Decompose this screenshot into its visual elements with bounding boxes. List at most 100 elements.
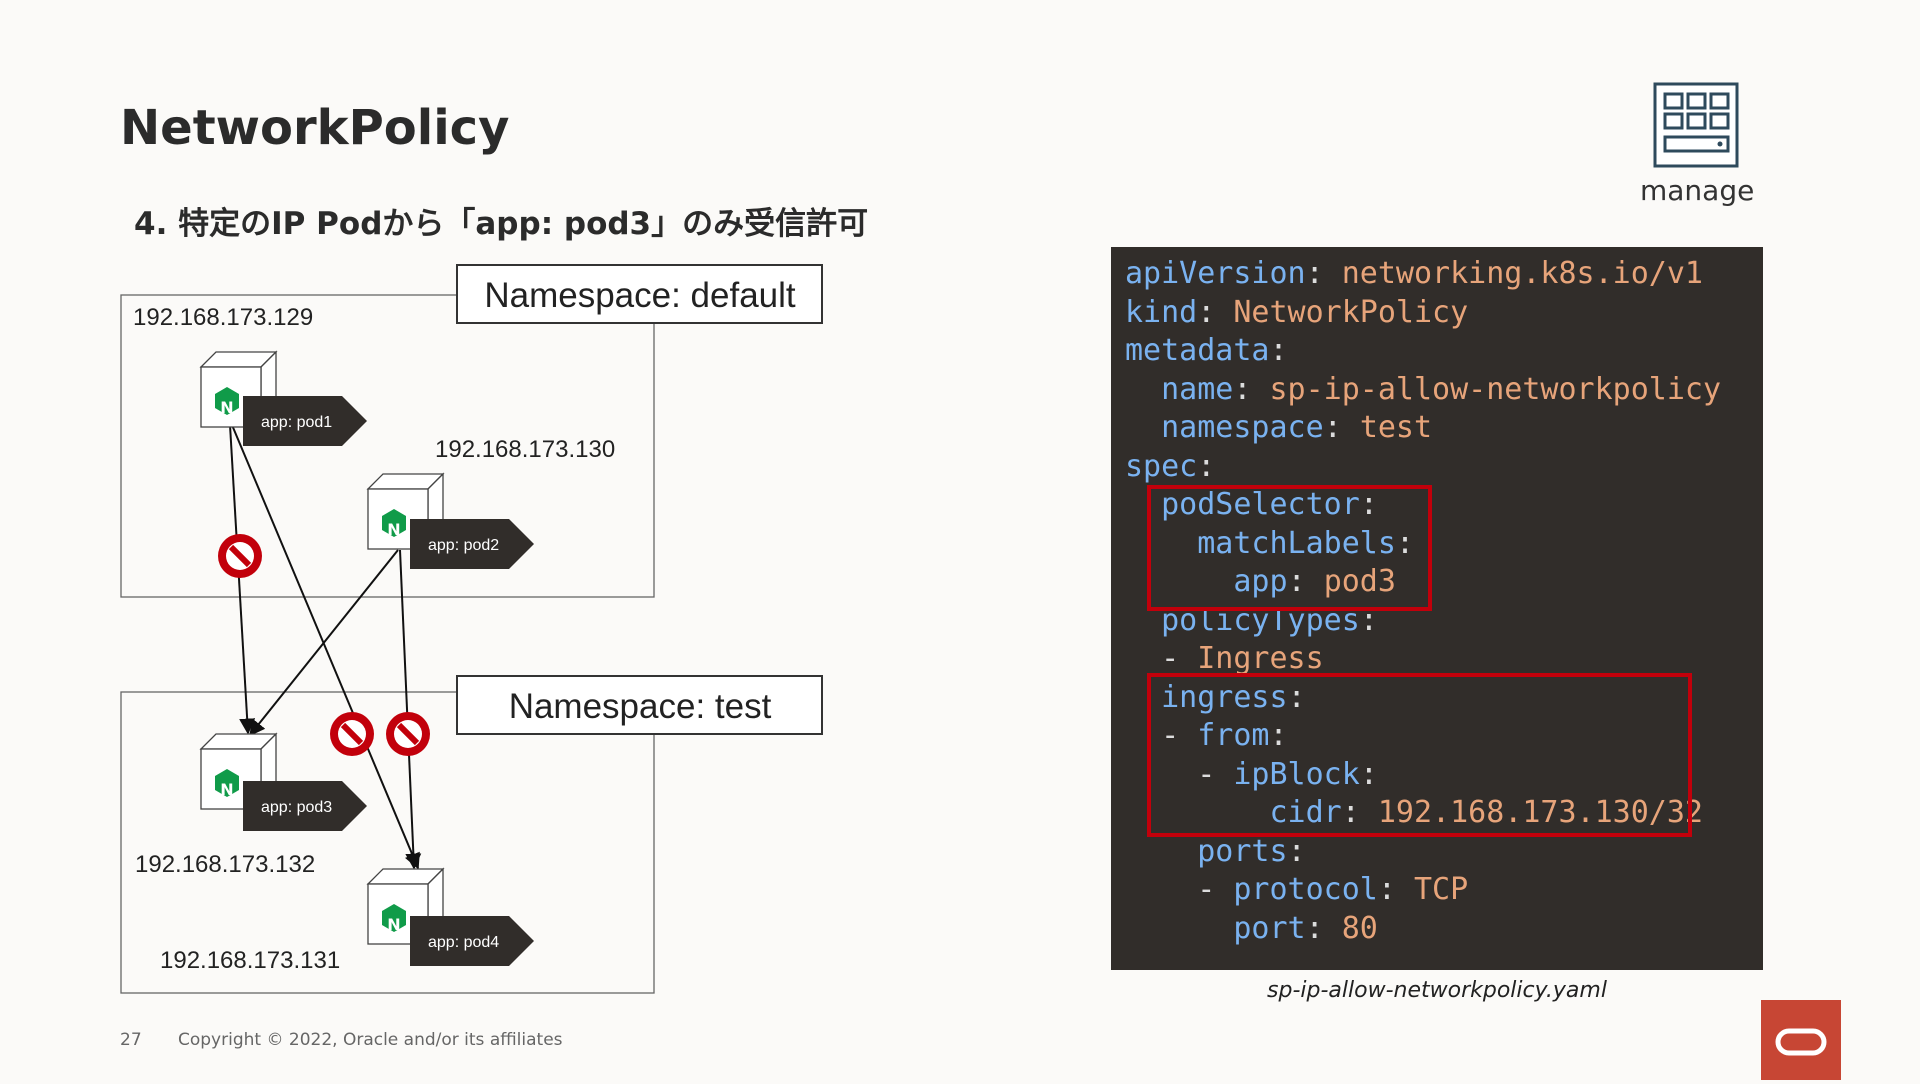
pod1-label: app: pod1	[261, 414, 332, 431]
code-token: name	[1161, 371, 1234, 407]
arrow-pod2-pod3	[249, 549, 399, 737]
code-token: :	[1197, 448, 1216, 484]
pod4-label: app: pod4	[428, 934, 499, 951]
pod1-logo: N	[220, 398, 233, 417]
code-token: from	[1197, 718, 1270, 753]
arrow-pod1-pod4	[231, 424, 420, 870]
manage-label: manage	[1640, 174, 1755, 207]
code-token: podSelector	[1161, 487, 1360, 522]
code-line: podSelector:	[1125, 486, 1721, 525]
code-token: :	[1377, 872, 1414, 907]
blocked-icon	[386, 712, 430, 756]
code-token	[1125, 372, 1161, 407]
code-token: :	[1287, 564, 1324, 599]
code-token: :	[1323, 410, 1360, 445]
pod4-ip: 192.168.173.131	[160, 947, 340, 974]
code-line: port: 80	[1125, 910, 1721, 949]
page-number: 27	[120, 1030, 142, 1050]
code-token: 80	[1341, 910, 1378, 946]
pod4-tag	[410, 916, 534, 966]
code-token: spec	[1125, 448, 1198, 484]
code-token: ports	[1197, 833, 1288, 869]
code-token: cidr	[1269, 795, 1342, 830]
code-token	[1125, 911, 1233, 946]
namespace-test-box	[120, 691, 655, 994]
code-line: - from:	[1125, 717, 1721, 756]
code-line: apiVersion: networking.k8s.io/v1	[1125, 255, 1721, 294]
code-token: port	[1233, 910, 1306, 946]
oracle-logo-icon	[1775, 1028, 1827, 1056]
code-token: test	[1359, 410, 1433, 445]
code-token: networking.k8s.io/v1	[1341, 256, 1703, 291]
pod1-ip: 192.168.173.129	[133, 304, 313, 331]
code-line: ports:	[1125, 833, 1721, 872]
code-token: :	[1359, 602, 1378, 638]
code-token	[1125, 834, 1197, 869]
pod2-label: app: pod2	[428, 537, 499, 554]
code-token: pod3	[1323, 564, 1396, 599]
code-token: app	[1233, 564, 1288, 599]
page-title: NetworkPolicy	[120, 100, 510, 156]
code-token: :	[1197, 294, 1234, 330]
copyright: Copyright © 2022, Oracle and/or its affi…	[178, 1030, 563, 1050]
code-token: ipBlock	[1233, 756, 1360, 792]
code-token: protocol	[1233, 872, 1378, 907]
page-subtitle: 4. 特定のIP Podから「app: pod3」のみ受信許可	[134, 206, 869, 242]
arrow-pod2-pod4	[399, 549, 422, 870]
code-token: :	[1359, 487, 1378, 522]
pod3-label: app: pod3	[261, 799, 332, 816]
pod2-tag	[410, 519, 534, 569]
code-line: kind: NetworkPolicy	[1125, 294, 1721, 333]
code-token: :	[1305, 910, 1342, 946]
pod3-ip: 192.168.173.132	[135, 851, 315, 878]
code-token	[1125, 410, 1161, 445]
code-token: Ingress	[1197, 641, 1324, 676]
code-token: 192.168.173.130/32	[1377, 795, 1703, 830]
code-token: ingress	[1161, 679, 1288, 715]
code-line: - ipBlock:	[1125, 756, 1721, 795]
code-token: :	[1287, 833, 1306, 869]
pod4-logo: N	[387, 915, 400, 934]
code-line: - protocol: TCP	[1125, 871, 1721, 910]
pod1-tag	[243, 396, 367, 446]
code-line: metadata:	[1125, 332, 1721, 371]
code-token: NetworkPolicy	[1233, 294, 1469, 330]
code-token: -	[1125, 718, 1198, 753]
code-token: :	[1395, 525, 1414, 561]
namespace-default-box	[120, 294, 655, 598]
code-token: -	[1125, 756, 1234, 792]
code-token: matchLabels	[1197, 525, 1396, 561]
code-token: :	[1233, 371, 1270, 407]
code-line: - Ingress	[1125, 640, 1721, 679]
blocked-icon	[330, 712, 374, 756]
pod2-ip: 192.168.173.130	[435, 436, 615, 463]
network-diagram: Namespace: default Namespace: test N N N…	[120, 264, 823, 994]
code-token: namespace	[1161, 410, 1324, 445]
oracle-logo	[1761, 1000, 1841, 1080]
code-line: cidr: 192.168.173.130/32	[1125, 794, 1721, 833]
code-token: kind	[1125, 294, 1198, 330]
code-line: spec:	[1125, 448, 1721, 487]
namespace-test-label: Namespace: test	[509, 687, 772, 726]
code-token: :	[1287, 679, 1306, 715]
code-line: name: sp-ip-allow-networkpolicy	[1125, 371, 1721, 410]
namespace-test-label-box	[456, 675, 823, 735]
code-token: :	[1269, 718, 1288, 753]
pod3-logo: N	[220, 780, 233, 799]
code-token: :	[1269, 333, 1288, 368]
pod3-tag	[243, 781, 367, 831]
code-token: metadata	[1125, 333, 1270, 368]
highlight-ingress	[1147, 673, 1692, 837]
code-line: matchLabels:	[1125, 525, 1721, 564]
code-token: apiVersion	[1125, 256, 1306, 291]
namespace-default-label: Namespace: default	[484, 276, 796, 315]
arrow-pod1-pod3	[229, 424, 256, 735]
code-token: :	[1341, 795, 1378, 830]
code-token: TCP	[1414, 872, 1469, 907]
code-token: :	[1305, 256, 1342, 291]
pod2-logo: N	[387, 520, 400, 539]
code-line: app: pod3	[1125, 563, 1721, 602]
code-token: -	[1125, 641, 1198, 676]
